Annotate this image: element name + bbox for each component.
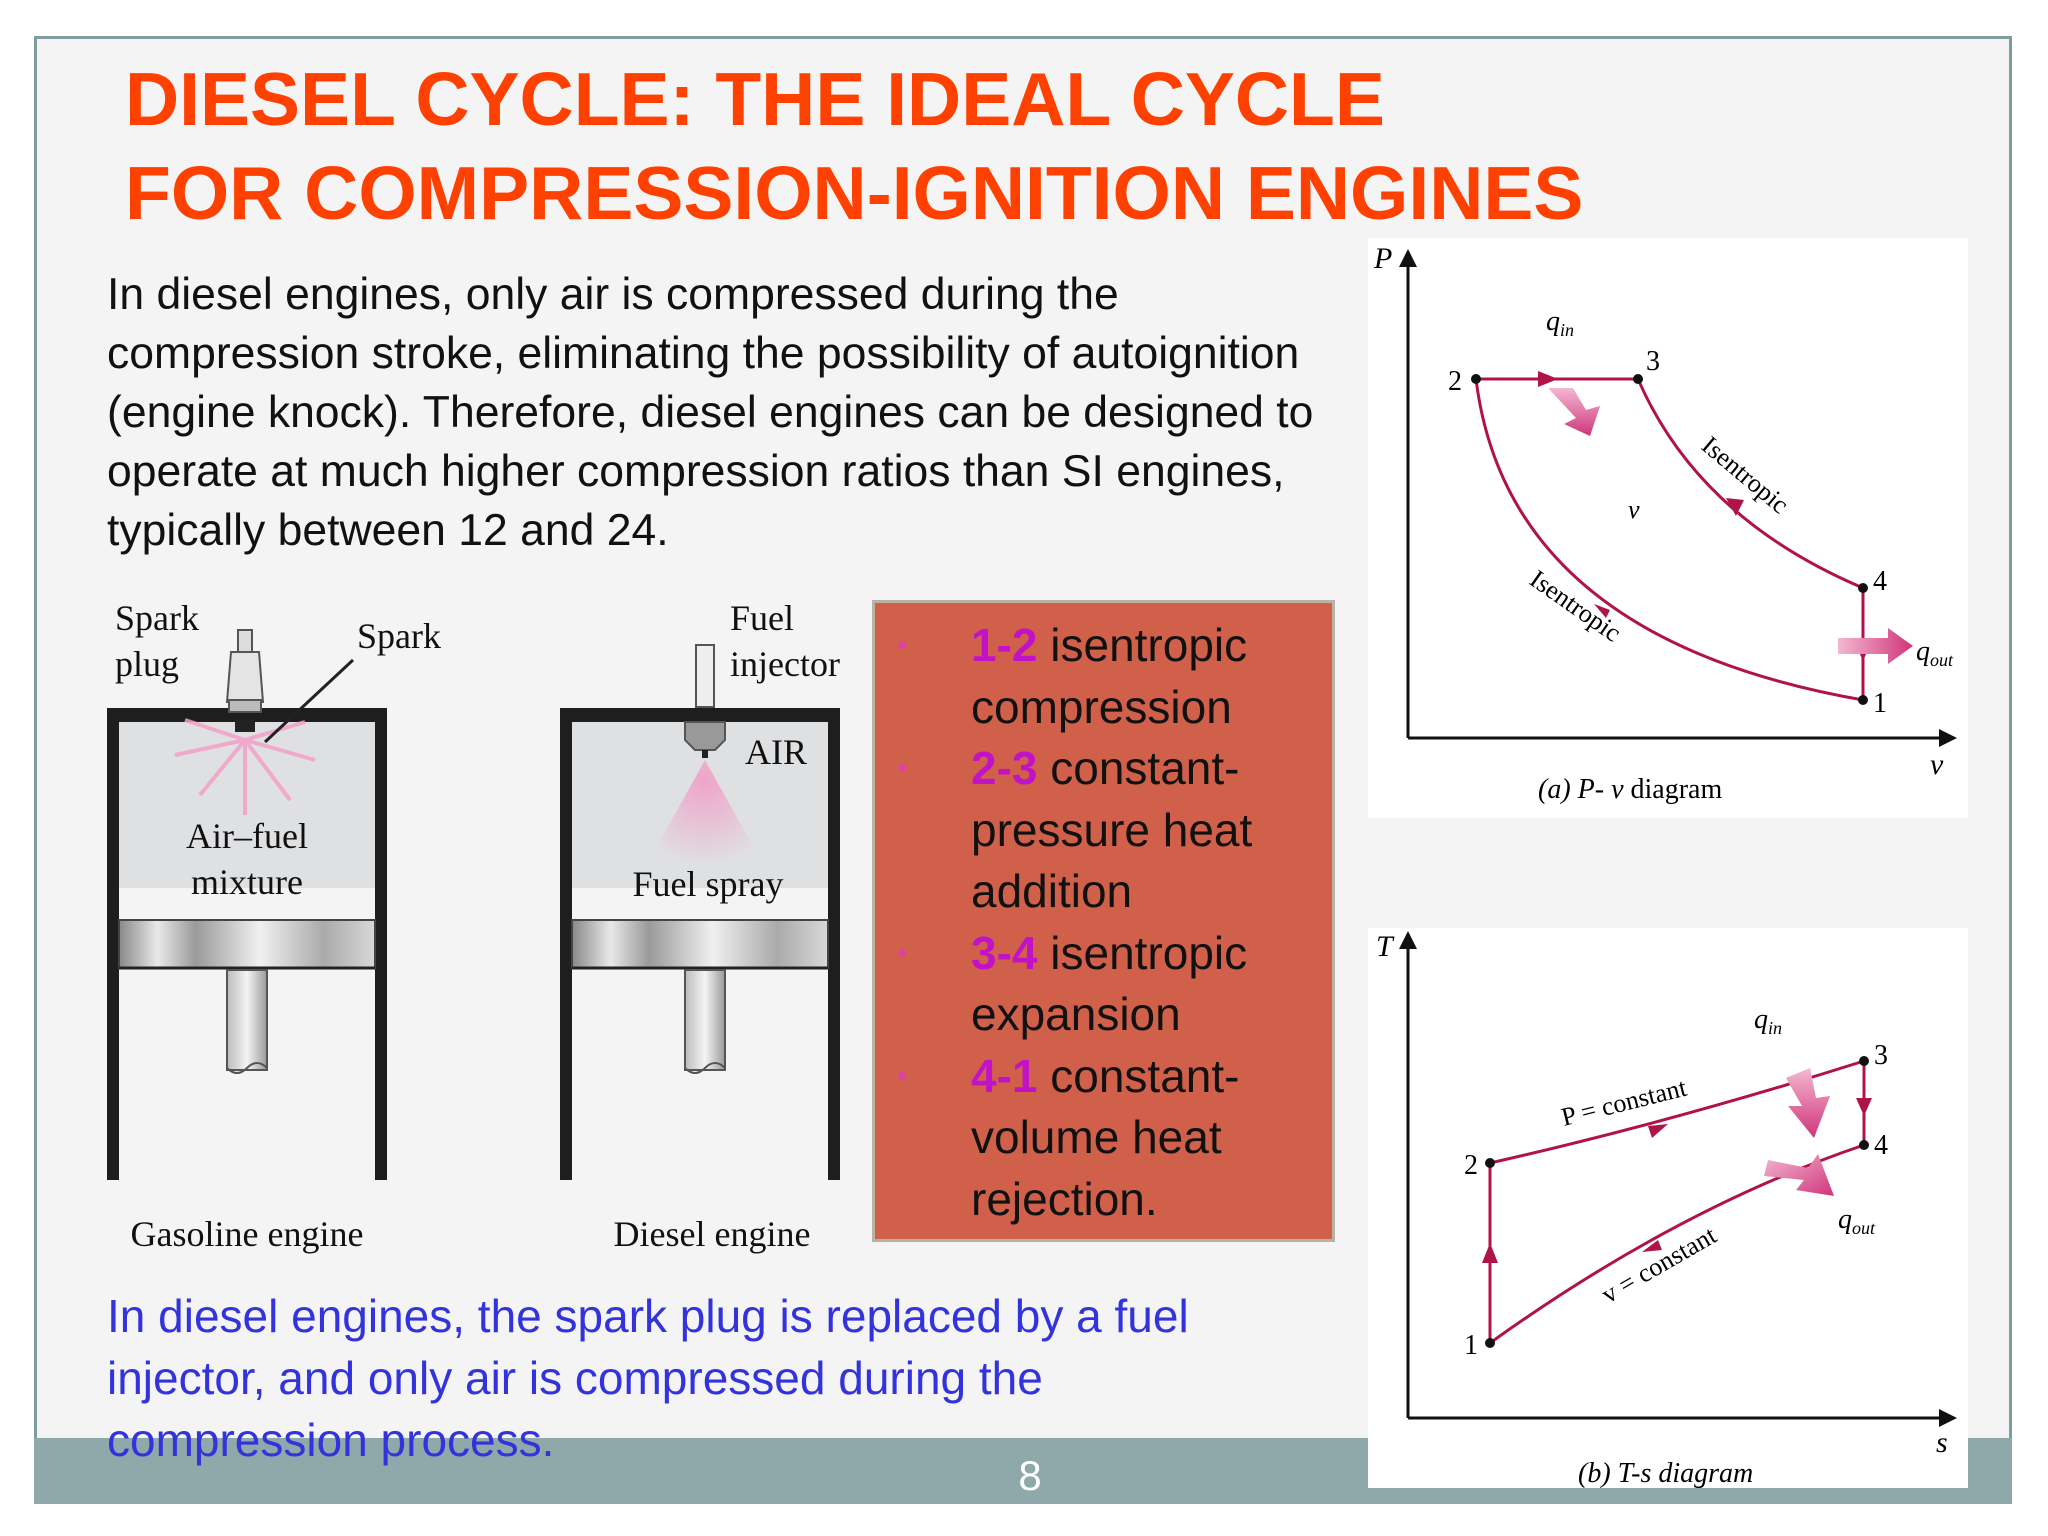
step-text: constant-volume heat rejection. <box>971 1049 1240 1225</box>
process-step: • 3-4 isentropic expansion <box>875 923 1332 1046</box>
process-step: • 2-3 constant-pressure heat addition <box>875 738 1332 923</box>
fuel-spray-icon <box>655 760 755 865</box>
pv-q-in-label: qin <box>1546 306 1574 340</box>
pv-q-out-arrow <box>1838 628 1913 664</box>
step-text: isentropic compression <box>971 619 1248 733</box>
step-number: 1-2 <box>971 619 1038 671</box>
pv-arrow-2-3 <box>1538 371 1558 387</box>
ts-q-in-label: qin <box>1754 1004 1782 1038</box>
pv-q-out-label: qout <box>1916 636 1954 670</box>
gasoline-engine-caption: Gasoline engine <box>131 1214 364 1254</box>
ts-x-axis-label: s <box>1936 1426 1948 1459</box>
intro-paragraph: In diesel engines, only air is compresse… <box>107 270 1314 555</box>
ts-arrow-1-2 <box>1482 1243 1498 1263</box>
fuel-injector-label-1: Fuel <box>730 598 794 638</box>
bullet-icon: • <box>897 629 908 662</box>
slide-title: DIESEL CYCLE: THE IDEAL CYCLE FOR COMPRE… <box>125 52 1725 240</box>
bullet-icon: • <box>897 936 908 970</box>
step-text: constant-pressure heat addition <box>971 742 1253 917</box>
ts-point-1: 1 <box>1464 1330 1478 1361</box>
ts-caption: (b) T-s diagram <box>1578 1458 1753 1488</box>
ts-point-2: 2 <box>1464 1150 1478 1181</box>
engines-illustration: Spark plug Spark Air–fuel mixture Gasoli… <box>107 598 840 1254</box>
pv-x-axis-label: v <box>1930 748 1944 781</box>
diesel-engine-caption: Diesel engine <box>614 1214 811 1254</box>
ts-curve-2-3 <box>1489 1059 1865 1165</box>
pv-v-label: v <box>1628 495 1640 524</box>
process-steps-box: • 1-2 isentropic compression • 2-3 constan… <box>872 600 1335 1242</box>
pv-point-3: 3 <box>1646 346 1660 377</box>
ts-arrow-3-4 <box>1856 1098 1872 1116</box>
pv-point-2: 2 <box>1448 366 1462 397</box>
ts-q-out-arrow <box>1764 1154 1834 1196</box>
mixture-label: mixture <box>191 862 303 902</box>
spark-plug-label-2: plug <box>115 644 179 684</box>
pv-arrow-3-4 <box>1726 498 1744 516</box>
air-fuel-label: Air–fuel <box>186 816 308 856</box>
pv-point-1: 1 <box>1873 688 1887 719</box>
page-number: 8 <box>1018 1452 1042 1499</box>
pv-caption: (a) P- v diagram <box>1538 774 1722 805</box>
note-paragraph: In diesel engines, the spark plug is rep… <box>107 1290 1189 1466</box>
pv-arrow-1-2 <box>1594 604 1610 618</box>
ts-arrow-2-3 <box>1648 1124 1668 1138</box>
ts-point-3: 3 <box>1874 1040 1888 1071</box>
process-steps-list: • 1-2 isentropic compression • 2-3 constan… <box>875 615 1332 1230</box>
air-label: AIR <box>745 732 807 772</box>
step-text: isentropic expansion <box>971 926 1248 1041</box>
pv-y-axis-label: P <box>1373 242 1392 275</box>
pv-curve-3-4 <box>1636 378 1864 590</box>
ts-q-in-arrow <box>1786 1068 1830 1138</box>
fuel-injector-icon <box>684 644 726 758</box>
fuel-injector-label-2: injector <box>730 644 840 684</box>
pv-diagram-panel: P v 2 3 4 1 qin qout Isentropic <box>1368 238 1968 818</box>
spark-label: Spark <box>357 616 441 656</box>
ts-v-constant-label: v = constant <box>1597 1220 1722 1309</box>
title-line-2: FOR COMPRESSION-IGNITION ENGINES <box>125 151 1584 235</box>
spark-burst-icon <box>174 718 316 815</box>
ts-diagram-panel: T s 1 2 3 4 qin qout P = constant v = co… <box>1368 928 1968 1489</box>
spark-plug-label-1: Spark <box>115 598 199 638</box>
pv-q-in-arrow <box>1548 388 1600 436</box>
bullet-icon: • <box>897 752 908 785</box>
spark-plug-icon <box>225 629 265 732</box>
bullet-icon: • <box>897 1059 908 1093</box>
ts-point-4: 4 <box>1874 1130 1888 1161</box>
pv-diagram: P v 2 3 4 1 qin qout Isentropic <box>1373 242 1957 805</box>
pv-curve-1-2 <box>1474 378 1864 702</box>
ts-diagram: T s 1 2 3 4 qin qout P = constant v = co… <box>1376 930 1957 1489</box>
title-line-1: DIESEL CYCLE: THE IDEAL CYCLE <box>125 57 1385 141</box>
process-step: • 1-2 isentropic compression <box>875 615 1332 738</box>
step-number: 3-4 <box>971 926 1038 979</box>
ts-q-out-label: qout <box>1838 1204 1876 1238</box>
diesel-engine: Fuel injector AIR Fuel spray Diesel engi… <box>560 598 840 1254</box>
pv-point-4: 4 <box>1873 566 1887 597</box>
process-step: • 4-1 constant-volume heat rejection. <box>875 1046 1332 1231</box>
gasoline-engine: Spark plug Spark Air–fuel mixture Gasoli… <box>107 598 441 1254</box>
step-number: 2-3 <box>971 742 1038 794</box>
ts-arrow-4-1 <box>1642 1240 1662 1252</box>
fuel-spray-label: Fuel spray <box>633 864 784 904</box>
ts-p-constant-label: P = constant <box>1558 1073 1690 1132</box>
step-number: 4-1 <box>971 1049 1038 1102</box>
ts-y-axis-label: T <box>1376 930 1395 963</box>
pv-isentropic-top-label: Isentropic <box>1696 430 1794 519</box>
